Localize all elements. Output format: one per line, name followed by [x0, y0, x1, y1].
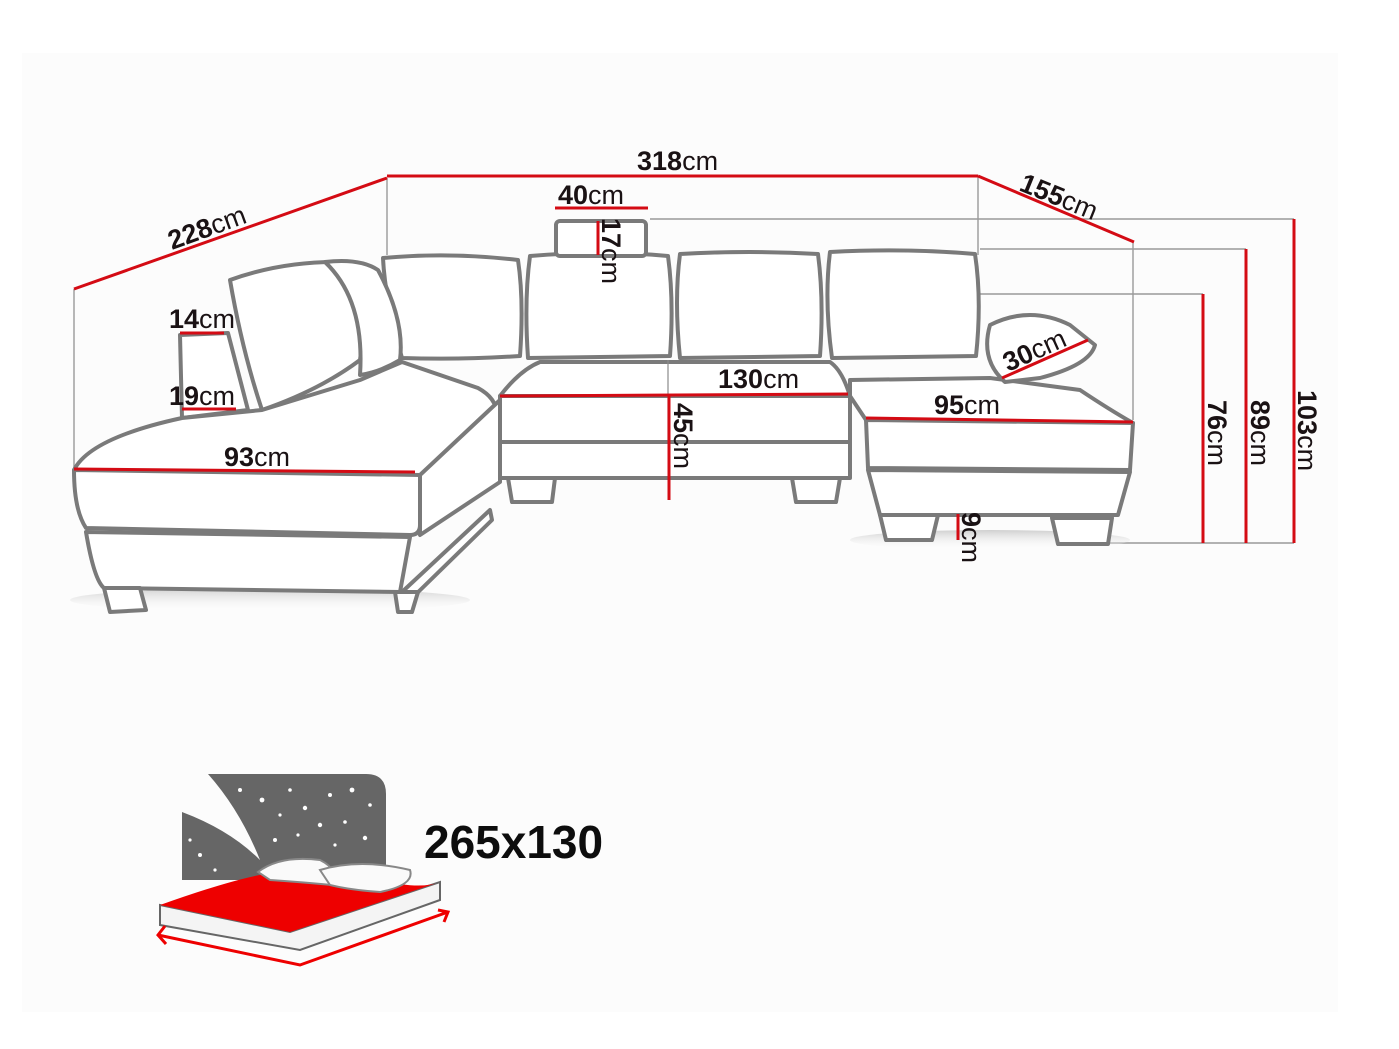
guide-lines	[73, 176, 1294, 544]
left-chaise-front	[72, 468, 422, 537]
label-headrest-height: 17cm	[596, 218, 626, 284]
label-armrest-bottom: 19cm	[169, 381, 235, 411]
leg	[1050, 516, 1114, 546]
right-side-pillow	[985, 313, 1097, 384]
label-total-height: 103cm	[1292, 390, 1322, 471]
label-armrest-top: 14cm	[169, 304, 235, 334]
label-seat-height: 45cm	[668, 403, 698, 469]
label-total-width: 318cm	[637, 146, 718, 176]
middle-seat-top	[498, 360, 852, 398]
bed-with-night-sky-icon	[156, 774, 451, 967]
headrest	[554, 219, 648, 258]
label-middle-seat-width: 130cm	[718, 364, 799, 394]
label-leg-height: 9cm	[956, 512, 986, 563]
leg	[393, 590, 420, 614]
dim-line-30	[1001, 338, 1089, 380]
leg	[878, 513, 940, 542]
label-left-depth: 228cm	[164, 200, 250, 256]
dim-line-93	[73, 467, 416, 474]
leg	[790, 476, 842, 504]
dim-line-155	[977, 174, 1135, 244]
middle-seat-base	[498, 440, 852, 480]
dim-line-130	[499, 392, 849, 398]
back-cushion-4	[825, 248, 981, 360]
leg	[102, 586, 148, 614]
label-cushion-height: 89cm	[1245, 400, 1275, 466]
right-chaise-cushion	[864, 418, 1135, 472]
label-right-chaise-width: 95cm	[934, 390, 1000, 420]
label-headrest-width: 40cm	[558, 180, 624, 210]
right-chaise-base	[866, 468, 1132, 517]
sofa-illustration	[70, 219, 1135, 614]
left-back-pillow-2	[323, 259, 403, 377]
back-cushion-3	[675, 250, 824, 360]
left-chaise-base	[84, 530, 412, 594]
label-right-depth: 155cm	[1016, 168, 1102, 226]
leg	[506, 476, 557, 504]
dimension-lines	[73, 174, 1296, 543]
dim-line-95	[865, 416, 1134, 424]
back-cushion-1	[381, 253, 524, 361]
dim-line-228	[73, 176, 388, 291]
dimension-labels: 228cm 318cm 155cm 40cm 17cm 14cm 19cm 93…	[164, 146, 1322, 563]
label-left-chaise-width: 93cm	[224, 442, 290, 472]
sleeping-area-label: 265x130	[424, 816, 603, 868]
label-back-height: 76cm	[1202, 400, 1232, 466]
